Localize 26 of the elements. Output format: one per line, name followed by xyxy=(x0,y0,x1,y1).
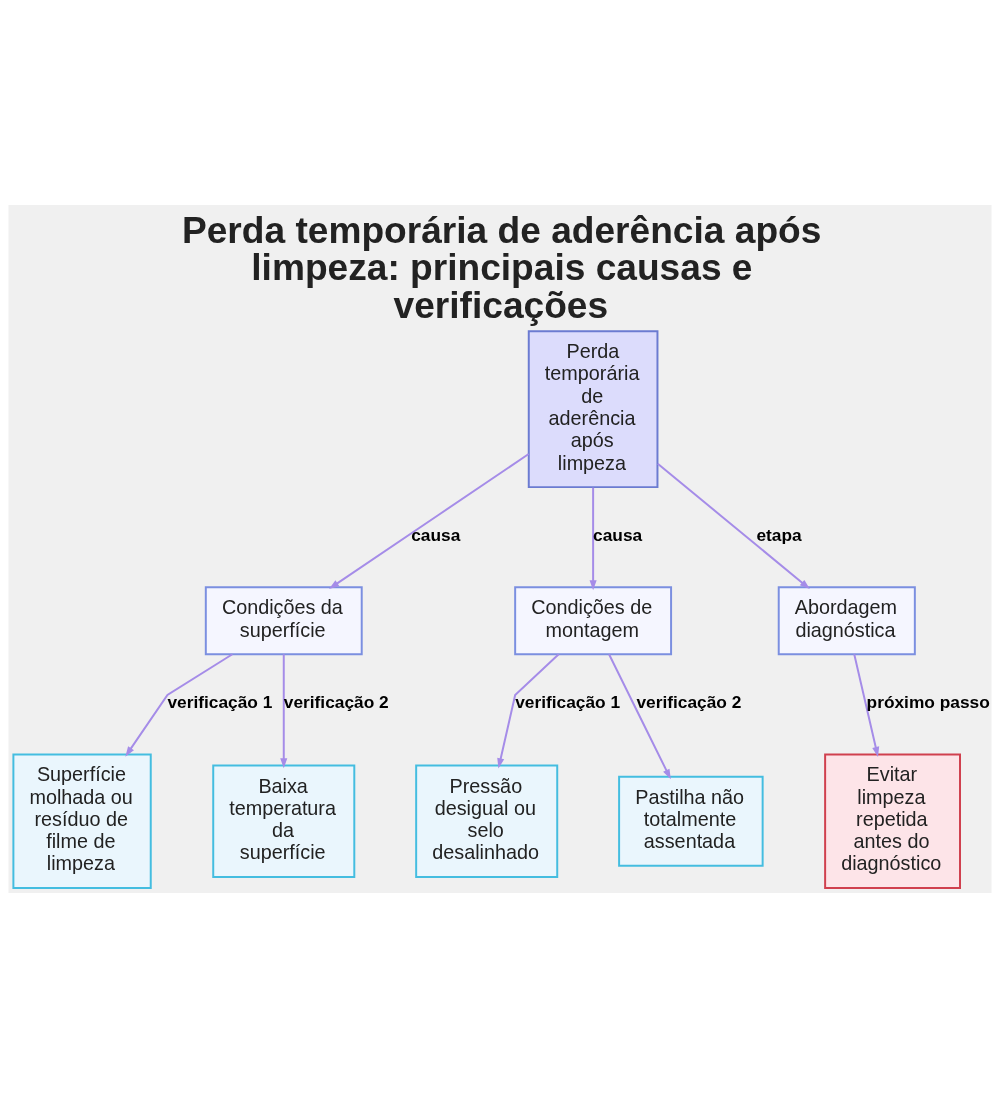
arrow xyxy=(656,462,810,590)
arrow xyxy=(853,653,880,757)
edge-label: verificação 2 xyxy=(283,691,389,712)
node-box: Pressão desigual ou selo desalinhado xyxy=(415,764,559,878)
edge-label: verificação 2 xyxy=(636,691,742,712)
edge-label: verificação 1 xyxy=(515,691,621,712)
node-box: Baixa temperatura da superfície xyxy=(212,764,356,878)
node-box: Perda temporária de aderência após limpeza xyxy=(527,330,659,489)
arrow xyxy=(280,653,288,769)
edge-label: causa xyxy=(593,524,643,545)
edge-label: verificação 1 xyxy=(167,691,273,712)
node-box: Condições da superfície xyxy=(204,586,363,656)
arrow xyxy=(329,453,530,589)
node-box: Evitar limpeza repetida antes do diagnóstico xyxy=(824,753,961,890)
arrow xyxy=(589,486,597,591)
edge-label: causa xyxy=(411,524,461,545)
edge-label: próximo passo xyxy=(866,691,990,712)
diagram-title: Perda temporária de aderência após limpeza: principais causas e verificações xyxy=(181,209,822,326)
node-box: Pastilha não totalmente assentada xyxy=(618,775,764,867)
arrow xyxy=(608,653,671,780)
node-box: Condições de montagem xyxy=(514,586,673,656)
node-box: Abordagem diagnóstica xyxy=(777,586,916,656)
edge-label: etapa xyxy=(756,524,802,545)
arrow xyxy=(125,653,234,757)
arrow xyxy=(497,653,560,769)
node-box: Superfície molhada ou resíduo de filme de limpeza xyxy=(12,753,152,890)
